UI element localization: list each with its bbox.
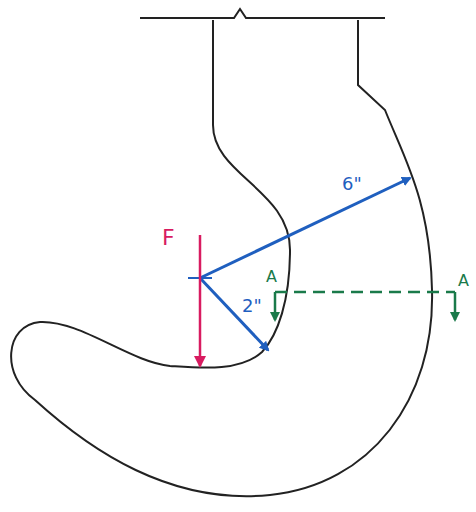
section-arrow [274,292,277,320]
break-line [140,9,385,18]
section-label: A [456,272,471,290]
force-arrow [199,235,202,366]
section-line [275,291,455,294]
dimension-label: 6" [340,174,364,194]
section-arrow [454,292,457,320]
force-label: F [160,226,177,250]
section-label: A [264,268,279,286]
radius-line [200,178,410,278]
hook-outline [11,20,432,496]
radius-line [200,278,268,350]
dimension-label: 2" [240,296,264,316]
